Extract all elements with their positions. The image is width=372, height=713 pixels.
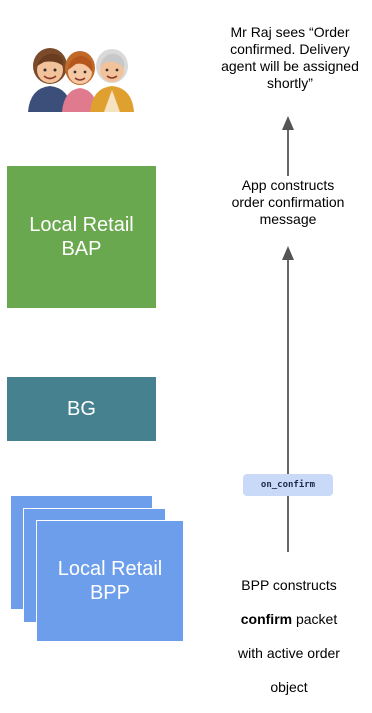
bap-label-line1: Local Retail	[29, 214, 134, 236]
bg-box: BG	[7, 377, 156, 441]
bpp-box-stack: Local Retail BPP	[10, 495, 186, 645]
on-confirm-tag: on_confirm	[243, 474, 333, 496]
bpp-constructs-note: BPP constructs confirm packet with activ…	[214, 560, 364, 713]
bap-box: Local Retail BAP	[7, 166, 156, 308]
bpp-label-line2: BPP	[89, 582, 130, 604]
bpp-label-line1: Local Retail	[57, 558, 163, 580]
bpp-note-line1: BPP constructs	[241, 577, 337, 593]
bpp-note-line2-rest: packet	[292, 611, 338, 627]
bpp-box-front: Local Retail BPP	[36, 520, 184, 642]
bpp-note-bold: confirm	[240, 611, 293, 627]
user-sees-note: Mr Raj sees “Order confirmed. Delivery a…	[221, 24, 359, 91]
family-avatar-icon	[20, 32, 140, 112]
flow-arrows	[282, 116, 294, 552]
arrow-lower-head	[282, 246, 294, 260]
arrow-upper-head	[282, 116, 294, 130]
bg-label: BG	[67, 397, 96, 420]
bap-label-line2: BAP	[61, 238, 102, 260]
app-constructs-note: App constructs order confirmation messag…	[231, 177, 345, 227]
bpp-note-line2: confirm packet	[214, 611, 364, 628]
bpp-note-line4: object	[270, 679, 308, 695]
